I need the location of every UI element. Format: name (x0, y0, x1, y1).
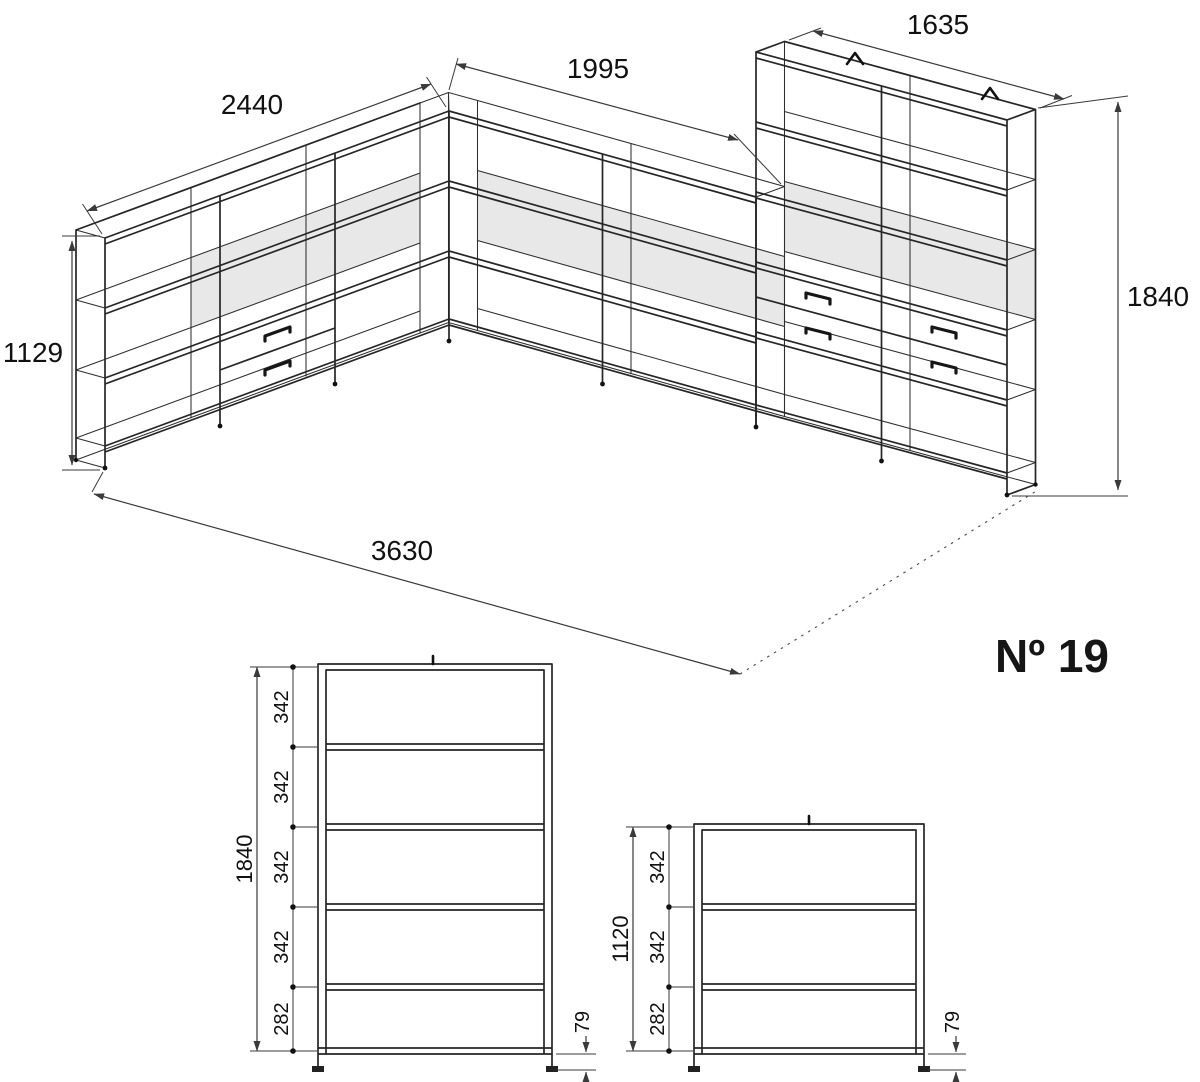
dim-shelf-spacing: 342 (647, 930, 669, 963)
foot-pad (312, 1066, 324, 1072)
foot-pad (546, 1066, 558, 1072)
dim-shelf-spacing: 342 (271, 930, 293, 963)
dim-shelf-spacing: 282 (647, 1002, 669, 1035)
dim-shelf-spacing: 342 (271, 690, 293, 723)
dim-shelf-spacing: 282 (271, 1002, 293, 1035)
front-elevation-low: 342 342 282 1120 79 (608, 814, 966, 1082)
dim-shelf-spacing: 342 (647, 850, 669, 883)
foot-pad (688, 1066, 700, 1072)
feet (73, 338, 1038, 498)
foot-pad (918, 1066, 930, 1072)
dim-label-middle-run-length: 1995 (567, 53, 629, 84)
dim-overall-height-low: 1120 (608, 915, 633, 962)
dim-foot-height-tall: 79 (572, 1011, 594, 1033)
dimension-tall-unit-width: 1635 (788, 9, 1073, 109)
middle-run-structure (448, 110, 757, 428)
dim-label-left-wing-height: 1129 (3, 337, 63, 368)
dimension-middle-run-length: 1995 (448, 53, 782, 185)
dim-foot-height-low: 79 (942, 1011, 964, 1033)
dimension-left-wing-length: 2440 (82, 76, 447, 235)
tall-unit-back-structure (783, 40, 1037, 486)
product-label: Nº 19 (995, 630, 1109, 682)
mount-clip-icon (845, 51, 865, 66)
drawer-handle-icon (930, 325, 958, 340)
drawer-handle-icon (263, 359, 292, 377)
dimension-left-wing-height: 1129 (3, 235, 100, 471)
dimension-overall-width: 3630 (91, 471, 1039, 675)
drawer-handle-icon (804, 291, 832, 306)
tall-elevation-frame (317, 663, 553, 1071)
dimension-tall-unit-height: 1840 (1012, 95, 1189, 497)
low-elevation-frame (693, 823, 925, 1071)
projection-dotted-line (739, 489, 1039, 675)
dim-label-tall-unit-width: 1635 (907, 9, 969, 40)
iso-dimensions: 2440 1995 1635 1129 1840 3630 (3, 9, 1189, 675)
dim-overall-height-tall: 1840 (232, 835, 257, 884)
dim-shelf-spacing: 342 (271, 850, 293, 883)
drawer-handle-icon (263, 325, 292, 343)
front-elevation-tall: 342 342 342 342 282 1840 79 (232, 654, 596, 1082)
isometric-view (73, 40, 1038, 498)
dim-label-overall-width: 3630 (371, 535, 433, 566)
dim-label-left-wing-length: 2440 (221, 89, 283, 120)
dim-label-tall-unit-height: 1840 (1127, 281, 1189, 312)
drawer-handle-icon (930, 360, 958, 375)
drawer-handle-icon (804, 326, 832, 341)
dim-shelf-spacing: 342 (271, 770, 293, 803)
